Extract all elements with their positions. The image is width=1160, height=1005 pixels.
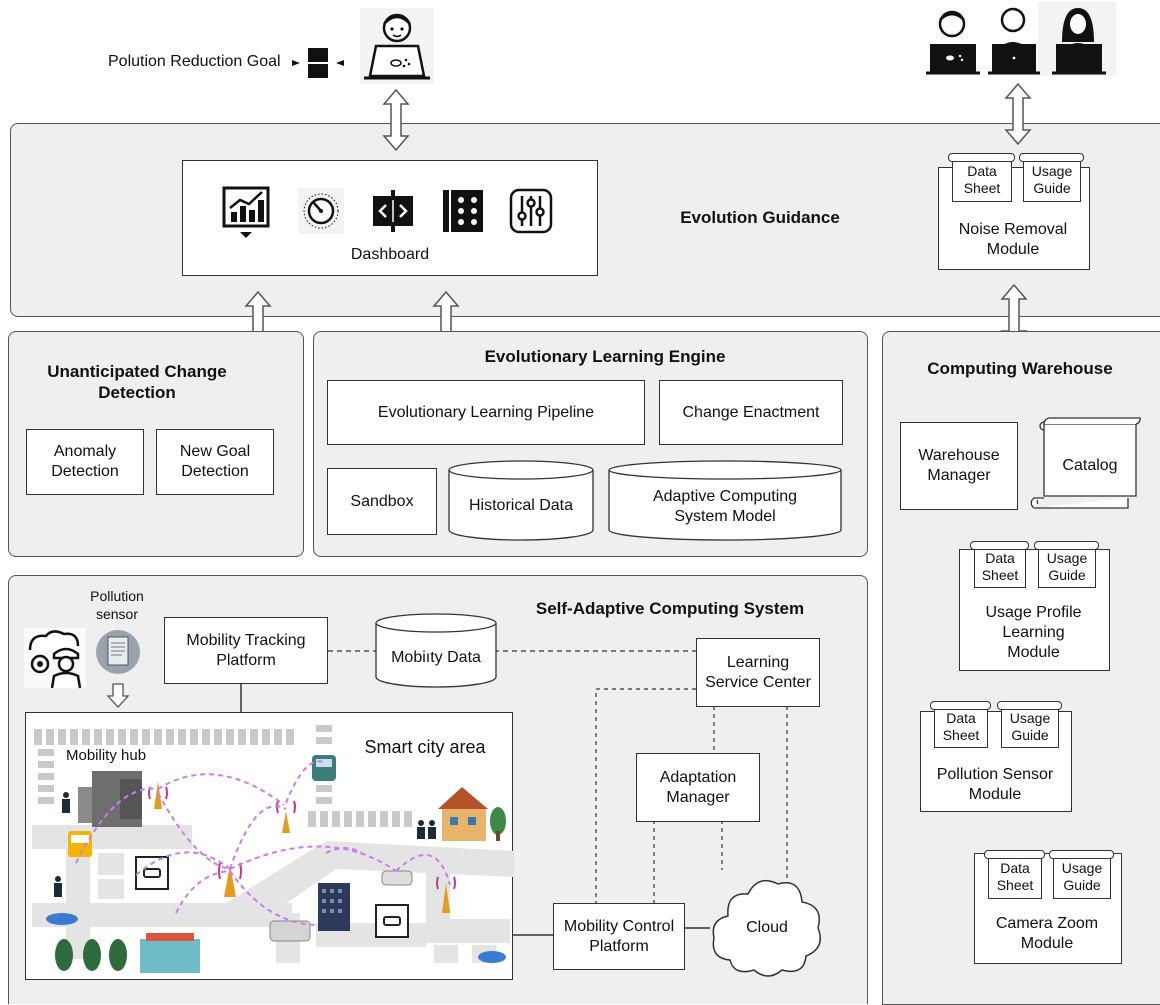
noise-module-label: Noise Removal Module <box>958 221 1068 258</box>
team-laptops-icon <box>926 2 1116 76</box>
dots-grid-icon[interactable] <box>441 188 485 234</box>
usage-profile-usage-guide[interactable]: Usage Guide <box>1034 541 1099 588</box>
camera-zoom-usage-guide[interactable]: Usage Guide <box>1049 850 1114 899</box>
warehouse-manager-box[interactable]: Warehouse Manager <box>900 422 1018 510</box>
smart-city-label: Smart city area <box>364 737 486 757</box>
mobility-control-box[interactable]: Mobility Control Platform <box>553 903 685 970</box>
usage-profile-data-sheet[interactable]: Data Sheet <box>970 541 1029 588</box>
learning-pipeline-box[interactable]: Evolutionary Learning Pipeline <box>327 380 645 445</box>
sacs-title: Self-Adaptive Computing System <box>535 599 805 618</box>
goal-compress-icon <box>292 48 344 78</box>
catalog-label: Catalog <box>1062 457 1118 474</box>
anomaly-detection-box[interactable]: Anomaly Detection <box>26 429 144 495</box>
sensor-down-arrow <box>106 683 130 708</box>
technician-icon <box>24 628 86 689</box>
change-detection-title: Unanticipated Change Detection <box>47 362 227 402</box>
developer-laptop-icon <box>360 8 434 84</box>
sandbox-box[interactable]: Sandbox <box>327 468 437 535</box>
chart-growth-icon[interactable] <box>222 186 272 240</box>
system-model-cylinder[interactable] <box>608 460 842 542</box>
pollution-sensor-data-sheet[interactable]: Data Sheet <box>930 701 991 748</box>
cloud-shape[interactable] <box>708 872 826 982</box>
change-enactment-box[interactable]: Change Enactment <box>659 380 843 445</box>
noise-usage-guide[interactable]: Usage Guide <box>1019 153 1084 202</box>
historical-data-cylinder[interactable] <box>448 460 594 542</box>
mobility-tracking-box[interactable]: Mobility Tracking Platform <box>164 617 328 684</box>
pollution-sensor-icon[interactable] <box>94 628 142 676</box>
sliders-icon[interactable] <box>509 188 553 234</box>
computing-warehouse-title: Computing Warehouse <box>927 359 1113 378</box>
camera-zoom-data-sheet[interactable]: Data Sheet <box>984 850 1045 899</box>
camera-zoom-label: Camera Zoom Module <box>995 915 1099 952</box>
dashboard-label: Dashboard <box>350 246 430 263</box>
system-model-label: Adaptive Computing System Model <box>652 488 798 525</box>
noise-data-sheet[interactable]: Data Sheet <box>948 153 1015 202</box>
adaptation-manager-box[interactable]: Adaptation Manager <box>636 753 760 822</box>
mobility-hub-label: Mobility hub <box>66 747 147 764</box>
learning-service-center-box[interactable]: Learning Service Center <box>696 638 820 707</box>
code-icon[interactable] <box>370 190 416 232</box>
usage-profile-label: Usage Profile Learning Module <box>985 604 1082 661</box>
evolution-guidance-title: Evolution Guidance <box>680 208 840 227</box>
gauge-icon[interactable] <box>298 188 344 234</box>
smart-city-illustration <box>32 725 514 973</box>
pollution-sensor-label: Pollution Sensor Module <box>936 766 1054 803</box>
cloud-label: Cloud <box>746 919 788 936</box>
new-goal-detection-box[interactable]: New Goal Detection <box>156 429 274 495</box>
pollution-sensor-caption: Pollution sensor <box>90 588 144 622</box>
mobility-data-label: Mobiıty Data <box>391 649 481 666</box>
mobility-data-cylinder[interactable] <box>375 613 497 689</box>
goal-label: Polution Reduction Goal <box>108 53 281 70</box>
historical-data-label: Historical Data <box>468 497 574 514</box>
learning-engine-title: Evolutionary Learning Engine <box>484 347 726 366</box>
pollution-sensor-usage-guide[interactable]: Usage Guide <box>997 701 1062 748</box>
catalog-scroll[interactable] <box>1030 417 1142 512</box>
